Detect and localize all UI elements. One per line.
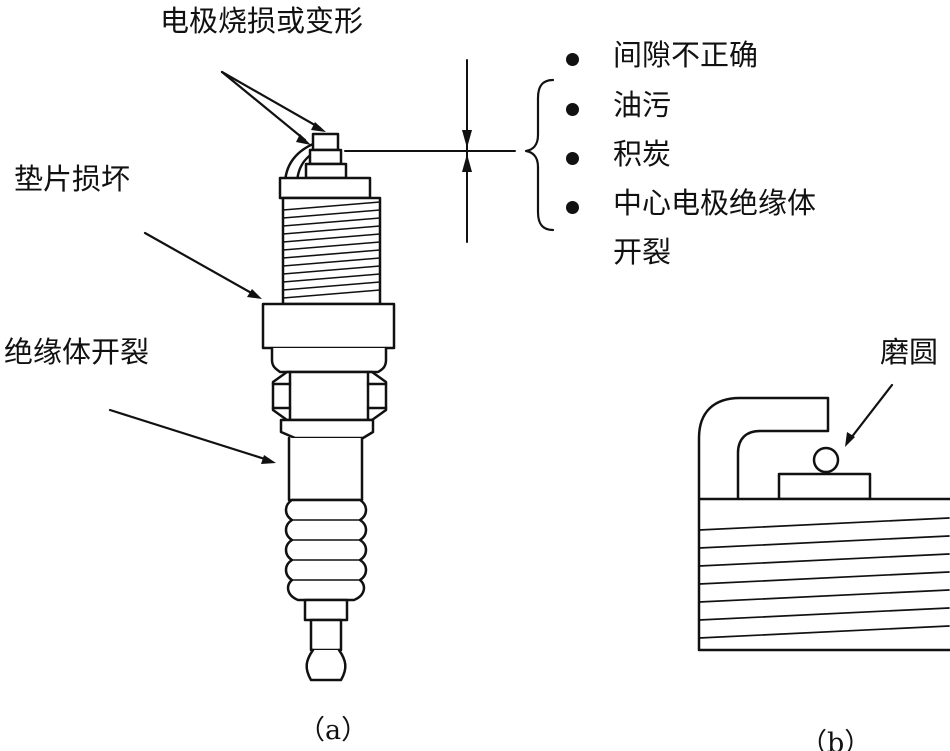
issue-item: 积炭 — [613, 137, 672, 171]
label-gasket-damage: 垫片损坏 — [14, 162, 131, 196]
center-electrode-b — [777, 472, 872, 501]
issue-item: 间隙不正确 — [613, 38, 759, 72]
issue-item-continuation: 开裂 — [613, 235, 672, 269]
caption-a: （a） — [298, 715, 369, 746]
gap-dimension — [344, 59, 516, 243]
label-electrode-damage: 电极烧损或变形 — [160, 4, 364, 38]
label-rounded: 磨圆 — [880, 335, 939, 369]
brace — [524, 78, 555, 232]
label-insulator-crack: 绝缘体开裂 — [4, 335, 150, 369]
bullet-icon — [566, 152, 579, 165]
bullet-icon — [566, 201, 579, 214]
bullet-icon — [566, 53, 579, 66]
center-electrode-tip — [311, 132, 340, 152]
insulator-ribs — [284, 498, 368, 602]
spark-plug-a — [261, 132, 396, 682]
arrows-a — [108, 70, 322, 462]
gasket — [261, 302, 396, 350]
issue-item: 油污 — [613, 88, 672, 122]
detail-b — [697, 383, 950, 652]
caption-b: （b） — [800, 728, 872, 751]
insulator — [287, 436, 364, 502]
rounded-tip — [812, 446, 840, 474]
bullet-icon — [566, 103, 579, 116]
ground-electrode-b — [697, 396, 830, 500]
issue-item: 中心电极绝缘体 — [613, 186, 817, 220]
